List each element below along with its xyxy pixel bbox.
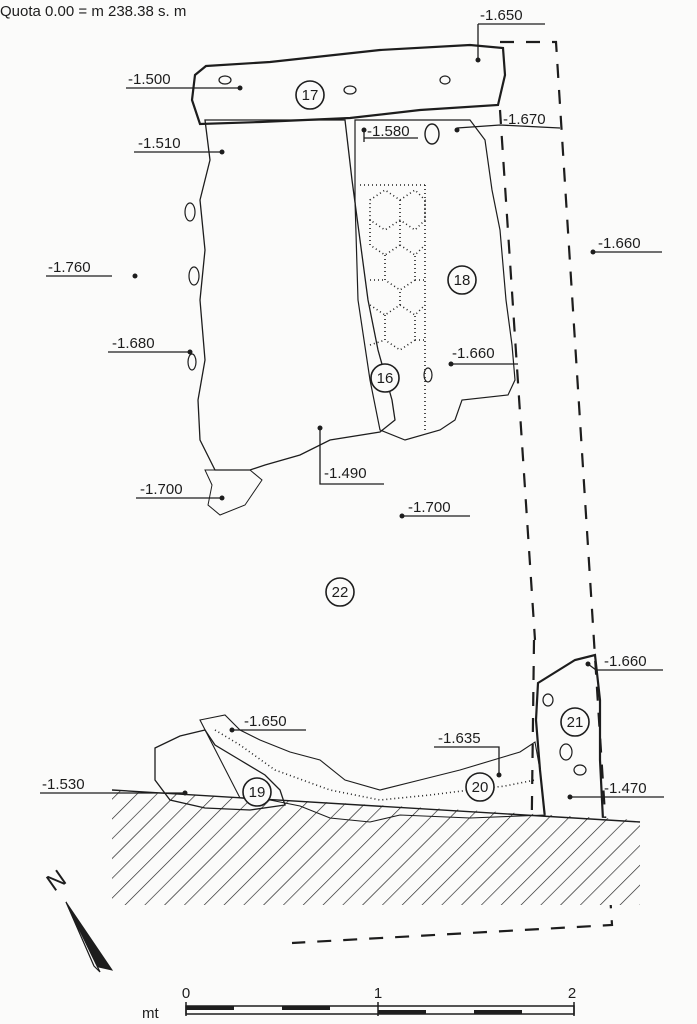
- feature-markers: 17 16 18 22 19 20 21: [242, 80, 590, 807]
- stone-21-pebble: [573, 764, 587, 776]
- elevation-label: -1.670: [503, 111, 546, 128]
- north-label: N: [42, 865, 72, 897]
- feature-number: 21: [567, 714, 584, 731]
- hexagon-pavement: [360, 184, 426, 430]
- feature-number: 22: [332, 584, 349, 601]
- stone-17-pebble: [439, 75, 451, 85]
- elevation-label: -1.635: [438, 730, 481, 747]
- feature-number: 19: [249, 784, 266, 801]
- stone-21-pebble: [559, 743, 573, 761]
- stone-21-pebble: [542, 693, 554, 707]
- elevation-label: -1.510: [138, 135, 181, 152]
- elevation-label: -1.530: [42, 776, 85, 793]
- elevation-leaders: [40, 23, 664, 798]
- stone-pebble: [424, 123, 440, 145]
- stone-21: [534, 653, 605, 822]
- edge-pebble: [423, 367, 433, 383]
- scale-tick-label: 0: [182, 985, 190, 1002]
- unexcavated-hatch: [112, 790, 640, 905]
- elevation-label: -1.500: [128, 71, 171, 88]
- elevation-label: -1.650: [480, 7, 523, 24]
- scale-tick-label: 1: [374, 985, 382, 1002]
- elevation-points: [132, 57, 596, 800]
- stone-17-pebble: [343, 85, 357, 95]
- edge-pebble: [184, 202, 196, 222]
- elevation-label: -1.700: [140, 481, 183, 498]
- feature-16-area: [197, 119, 396, 471]
- feature-20-area: [199, 714, 546, 823]
- elevation-label: -1.650: [244, 713, 287, 730]
- quota-header: Quota 0.00 = m 238.38 s. m: [0, 3, 186, 20]
- elevation-label: -1.470: [604, 780, 647, 797]
- north-arrow-icon: N: [42, 865, 114, 973]
- feature-19-area: [154, 729, 286, 811]
- edge-pebble: [187, 353, 197, 371]
- elevation-label: -1.680: [112, 335, 155, 352]
- elevation-label: -1.760: [48, 259, 91, 276]
- scale-tick-label: 2: [568, 985, 576, 1002]
- elevation-label: -1.660: [598, 235, 641, 252]
- feature-number: 20: [472, 779, 489, 796]
- elevation-label: -1.490: [324, 465, 367, 482]
- feature-16-edge: [204, 469, 263, 516]
- stone-17-pebble: [218, 75, 232, 85]
- scale-bar: mt 0 1 2: [142, 985, 576, 1022]
- stone-17: [190, 43, 507, 126]
- feature-18-area: [354, 119, 516, 441]
- elevation-label: -1.700: [408, 499, 451, 516]
- elevation-label: -1.660: [452, 345, 495, 362]
- feature-number: 17: [302, 87, 319, 104]
- scale-unit: mt: [142, 1005, 159, 1022]
- hatch-boundary: [111, 789, 641, 823]
- elevation-label: -1.580: [367, 123, 410, 140]
- edge-pebble: [188, 266, 200, 286]
- elevation-label: -1.660: [604, 653, 647, 670]
- feature-number: 16: [377, 370, 394, 387]
- feature-number: 18: [454, 272, 471, 289]
